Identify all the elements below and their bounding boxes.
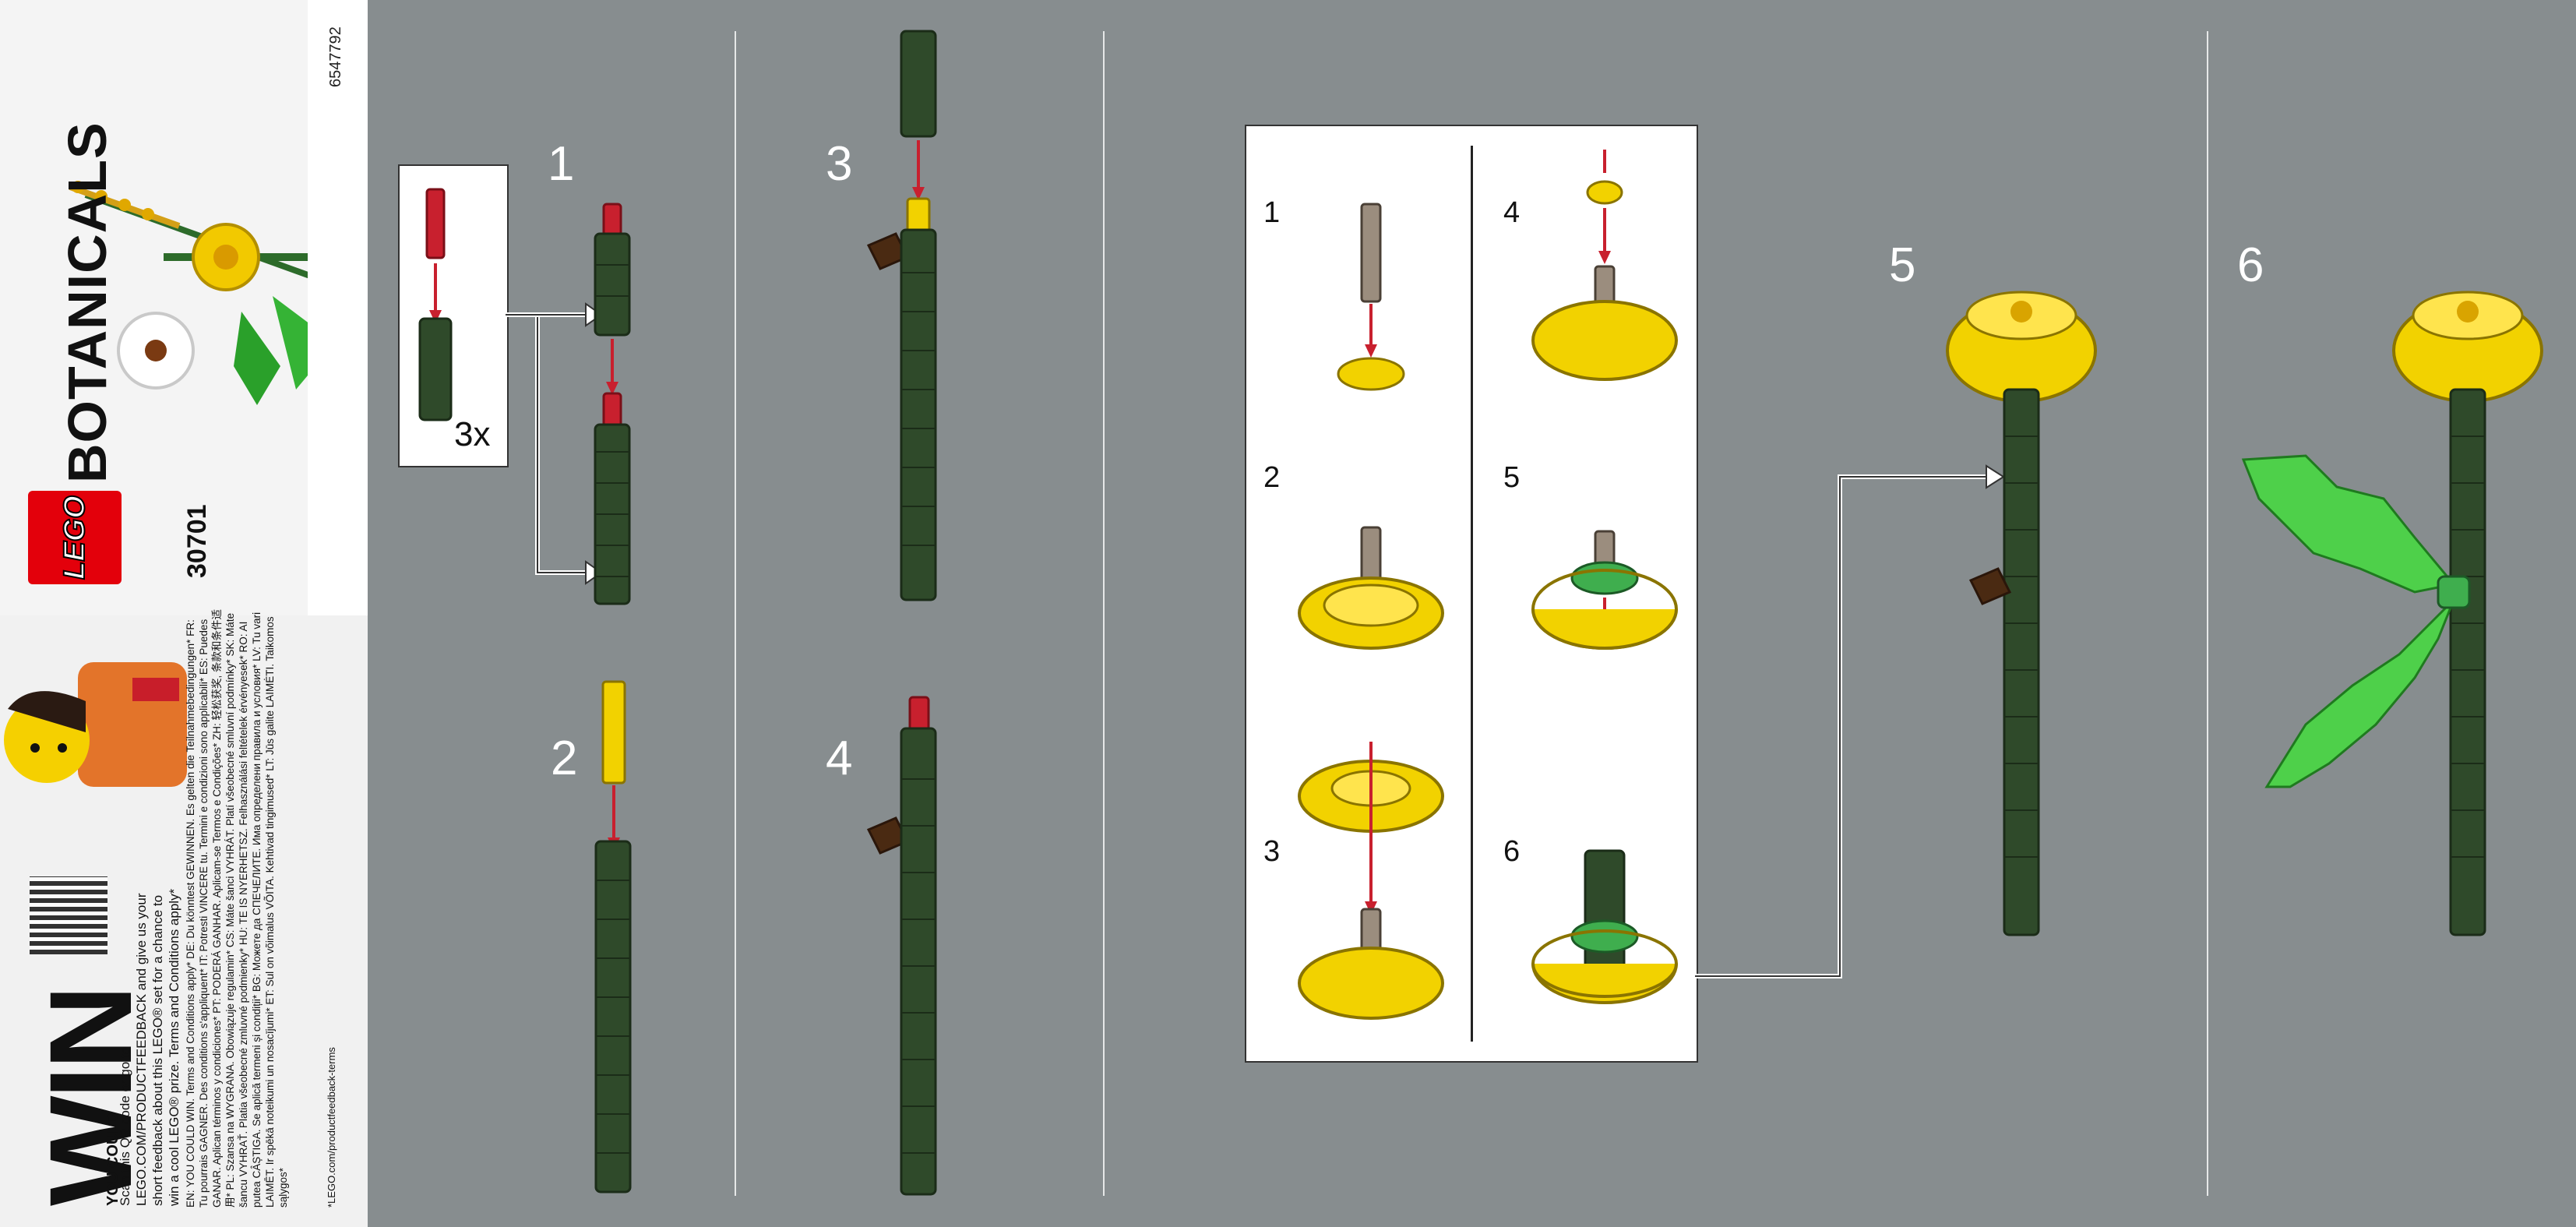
step3-4-assembly	[866, 30, 937, 1196]
flower-parts-illustration	[1298, 150, 1678, 1020]
step-number: 6	[2237, 238, 2264, 292]
step5-assembly	[1695, 291, 2097, 978]
step-number: 3	[826, 137, 853, 191]
cover-top: LEGO BOTANICALS 30701 6547792 6547792	[0, 0, 368, 615]
step-number: 4	[826, 732, 853, 785]
cover-white-strip	[308, 0, 368, 615]
step-number: 1	[548, 137, 575, 191]
botanical-illustration	[69, 181, 368, 405]
sub-step-number: 5	[1503, 461, 1521, 494]
sub-step-number: 4	[1503, 196, 1521, 229]
sub-step-number: 6	[1503, 835, 1521, 868]
page-divider	[735, 31, 736, 1196]
cover-panel: LEGO BOTANICALS 30701 6547792 6547792 WI…	[0, 0, 368, 1227]
sub-step-number: 3	[1263, 835, 1281, 868]
step1-assembly	[506, 203, 632, 1194]
sub-step-number: 1	[1263, 196, 1281, 229]
step-number: 5	[1889, 238, 1916, 292]
qr-code-icon[interactable]	[30, 876, 107, 954]
page-divider	[1103, 31, 1105, 1196]
parts-callout-box: 3x	[398, 164, 509, 467]
flower-subassembly-box: 1 2 3 4 5 6	[1245, 125, 1698, 1063]
step-number: 2	[551, 732, 578, 785]
minifigure-illustration	[4, 662, 187, 787]
lego-logo: LEGO	[28, 491, 122, 584]
page-divider	[2207, 31, 2208, 1196]
sub-step-number: 2	[1263, 461, 1281, 494]
quantity-multiplier: 3x	[454, 415, 491, 453]
box-divider	[1471, 146, 1473, 1042]
